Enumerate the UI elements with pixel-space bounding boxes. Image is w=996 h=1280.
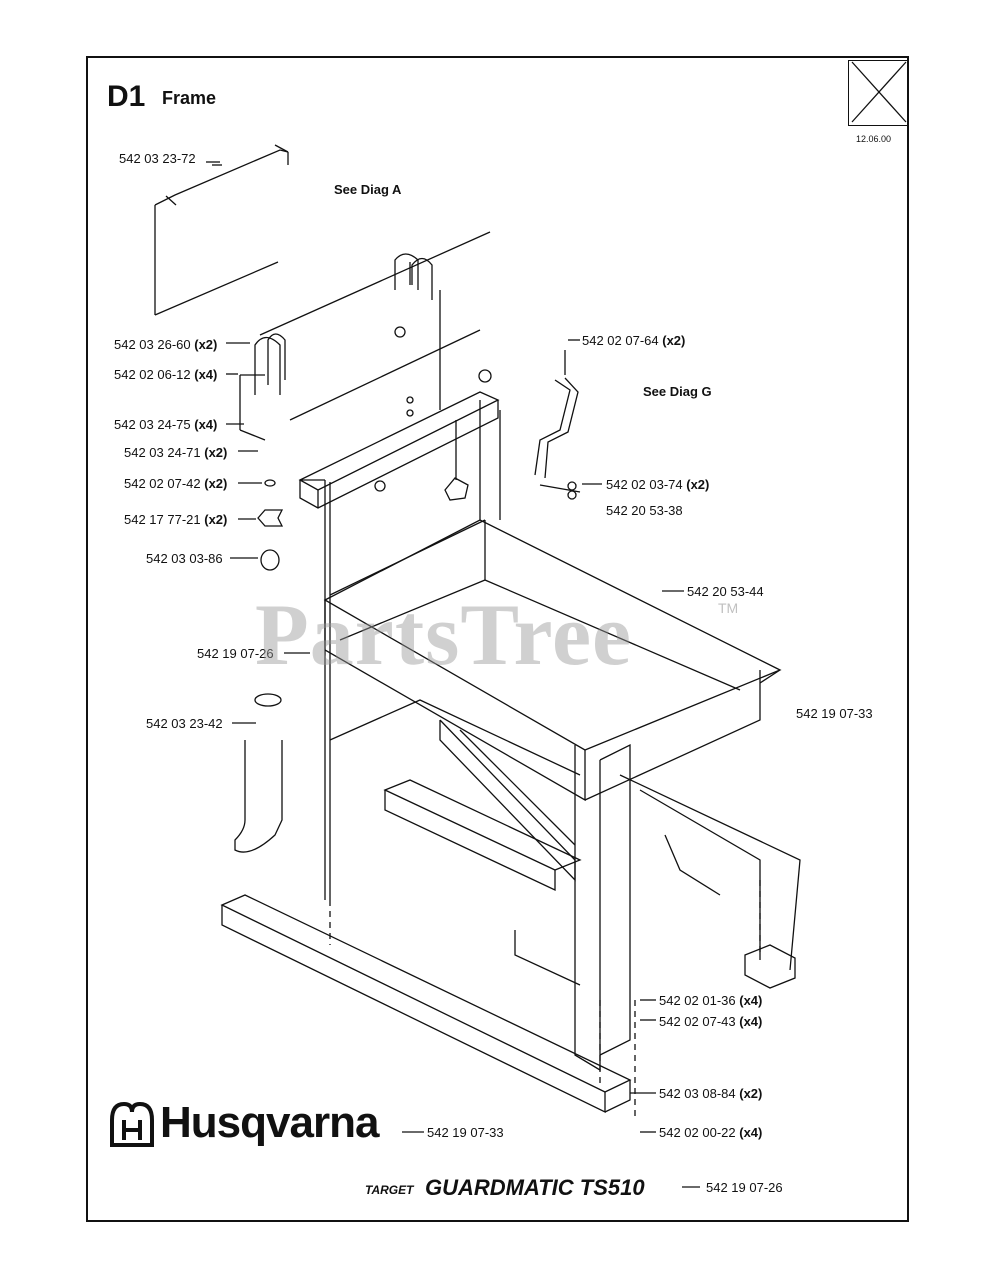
watermark: PartsTree — [255, 587, 633, 684]
part-label[interactable]: 542 20 53-38 — [606, 503, 683, 518]
part-label[interactable]: 542 03 23-42 — [146, 716, 223, 731]
part-label[interactable]: 542 02 07-43 (x4) — [659, 1014, 763, 1029]
model-name: GUARDMATIC TS510 — [425, 1175, 645, 1200]
part-label[interactable]: 542 02 07-42 (x2) — [124, 476, 228, 491]
part-label[interactable]: 542 20 53-44 — [687, 584, 764, 599]
part-label[interactable]: 542 19 07-26 — [706, 1180, 783, 1195]
part-label[interactable]: 542 03 23-72 — [119, 151, 196, 166]
part-label[interactable]: 542 03 08-84 (x2) — [659, 1086, 763, 1101]
part-label[interactable]: 542 03 24-75 (x4) — [114, 417, 218, 432]
watermark-trademark: TM — [718, 600, 739, 616]
part-label[interactable]: 542 03 03-86 — [146, 551, 223, 566]
part-label[interactable]: 542 19 07-26 — [197, 646, 274, 661]
brand-name: Husqvarna — [160, 1098, 379, 1147]
diagram-id: D1 — [107, 80, 146, 113]
part-label[interactable]: 542 03 24-71 (x2) — [124, 445, 228, 460]
part-label[interactable]: 542 02 01-36 (x4) — [659, 993, 763, 1008]
see-diag-a-reference[interactable]: See Diag A — [334, 182, 402, 197]
part-label[interactable]: 542 19 07-33 — [796, 706, 873, 721]
revision-date: 12.06.00 — [856, 134, 892, 144]
part-label[interactable]: 542 17 77-21 (x2) — [124, 512, 228, 527]
model-prefix: TARGET — [365, 1183, 414, 1197]
part-label[interactable]: 542 02 06-12 (x4) — [114, 367, 218, 382]
part-label[interactable]: 542 03 26-60 (x2) — [114, 337, 218, 352]
part-label[interactable]: 542 02 07-64 (x2) — [582, 333, 686, 348]
part-label[interactable]: 542 02 00-22 (x4) — [659, 1125, 763, 1140]
part-label[interactable]: 542 19 07-33 — [427, 1125, 504, 1140]
see-diag-g-reference[interactable]: See Diag G — [643, 384, 712, 399]
diagram-title: Frame — [162, 88, 217, 108]
husqvarna-logo-icon — [110, 1101, 154, 1147]
diagram-frame — [86, 56, 909, 1222]
approval-stamp — [848, 60, 908, 126]
part-label[interactable]: 542 02 03-74 (x2) — [606, 477, 710, 492]
